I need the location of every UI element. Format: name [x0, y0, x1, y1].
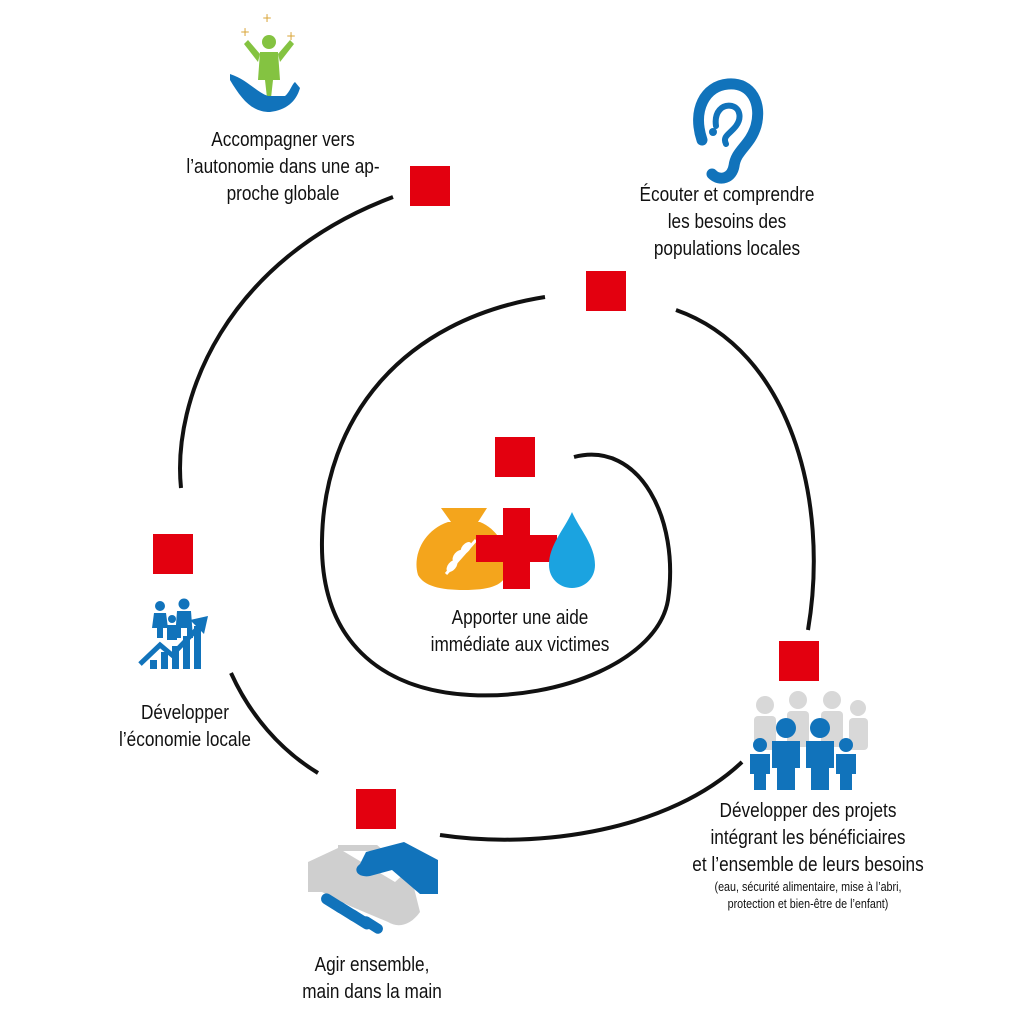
spiral-segment-bottom-left	[229, 672, 320, 775]
spiral-path	[178, 195, 816, 842]
label-projects: Développer des projets intégrant les bén…	[692, 800, 924, 911]
svg-text:+: +	[262, 11, 272, 25]
person-in-hand-icon: + + +	[230, 11, 300, 112]
label-together: Agir ensemble, main dans la main	[302, 954, 442, 1003]
ear-icon	[693, 78, 764, 184]
handshake-icon	[308, 842, 438, 934]
community-group-icon	[750, 691, 868, 790]
marker-projects	[779, 641, 819, 681]
family-growth-chart-icon	[138, 598, 208, 669]
step-markers	[153, 166, 819, 829]
spiral-segment-inner	[319, 295, 673, 698]
spiral-segment-left	[178, 195, 394, 489]
spiral-segment-bottom-right	[439, 760, 744, 842]
marker-listen	[586, 271, 626, 311]
relief-supplies-icon	[416, 508, 595, 590]
svg-text:+: +	[286, 29, 296, 43]
label-listen: Écouter et comprendre les besoins des po…	[639, 184, 815, 260]
marker-economy	[153, 534, 193, 574]
spiral-segment-outer-right	[675, 308, 816, 631]
label-aid: Apporter une aide immédiate aux victimes	[430, 607, 610, 656]
label-autonomy: Accompagner vers l’autonomie dans une ap…	[186, 129, 380, 205]
marker-aid	[495, 437, 535, 477]
marker-autonomy	[410, 166, 450, 206]
label-economy: Développer l’économie locale	[119, 702, 251, 751]
marker-together	[356, 789, 396, 829]
svg-text:+: +	[240, 25, 250, 39]
